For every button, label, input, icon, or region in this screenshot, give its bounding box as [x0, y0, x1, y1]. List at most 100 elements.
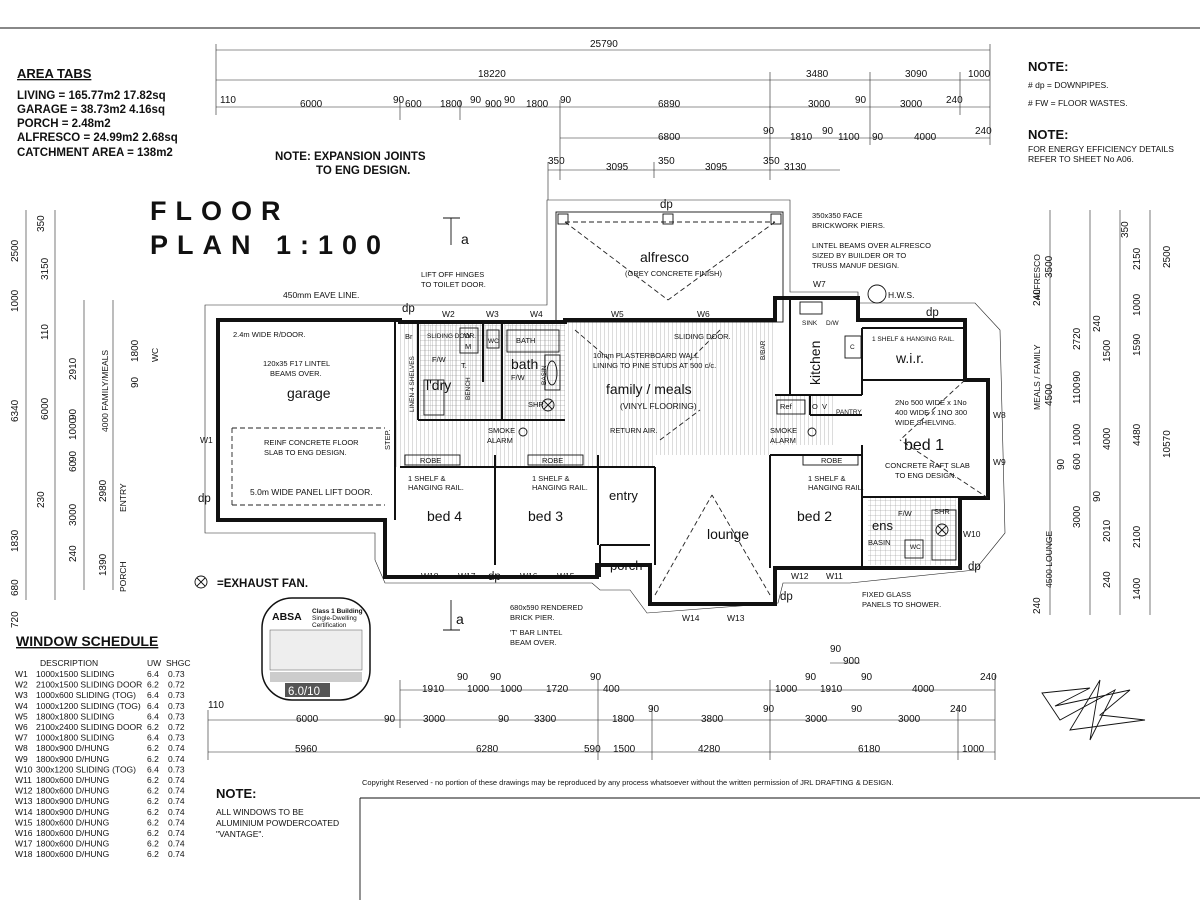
svg-text:SIZED BY BUILDER OR TO: SIZED BY BUILDER OR TO [812, 251, 906, 260]
svg-text:"VANTAGE".: "VANTAGE". [216, 829, 264, 839]
svg-text:# dp = DOWNPIPES.: # dp = DOWNPIPES. [1028, 80, 1109, 90]
svg-text:B/BAR: B/BAR [760, 340, 767, 360]
area-row: GARAGE = 38.73m2 4.16sq [17, 104, 165, 116]
svg-text:W4: W4 [530, 309, 543, 319]
svg-text:W17: W17 [458, 571, 476, 581]
page-title: FLOOR [150, 196, 290, 226]
svg-text:90: 90 [861, 672, 873, 683]
svg-text:1000: 1000 [467, 684, 490, 695]
svg-text:O: O [812, 402, 818, 411]
room-alfresco: alfresco [640, 249, 689, 265]
window-schedule-cell: 0.72 [168, 680, 185, 690]
svg-text:4000: 4000 [914, 132, 937, 143]
alfresco-finish: (GREY CONCRETE FINISH) [625, 269, 722, 278]
svg-text:240: 240 [1092, 315, 1103, 332]
svg-text:110: 110 [220, 95, 236, 106]
svg-text:90: 90 [68, 408, 79, 420]
svg-text:1 SHELF & HANGING RAIL.: 1 SHELF & HANGING RAIL. [872, 336, 955, 343]
window-schedule-cell: 1800x600 D/HUNG [36, 775, 109, 785]
svg-text:3090: 3090 [905, 69, 928, 80]
window-schedule-cell: 0.74 [168, 828, 185, 838]
svg-text:UW: UW [147, 658, 161, 668]
alfresco-slab [555, 211, 784, 323]
svg-text:NOTE:: NOTE: [1028, 59, 1068, 74]
svg-text:SMOKE: SMOKE [488, 426, 515, 435]
svg-text:600: 600 [405, 99, 422, 110]
svg-text:2980: 2980 [98, 479, 109, 502]
window-schedule-cell: 2100x1500 SLIDING DOOR [36, 680, 142, 690]
dimensions-bottom: 90 900 1910 90 1000 90 1000 1720 90 400 … [207, 644, 997, 760]
room-laundry: l'dry [426, 377, 451, 393]
svg-text:RETURN AIR.: RETURN AIR. [610, 426, 658, 435]
window-schedule-cell: W18 [15, 849, 33, 859]
svg-text:ENTRY: ENTRY [118, 483, 128, 512]
svg-text:2.4m WIDE R/DOOR.: 2.4m WIDE R/DOOR. [233, 330, 306, 339]
window-schedule-cell: 0.73 [168, 690, 185, 700]
svg-text:1830: 1830 [10, 529, 21, 552]
window-schedule-cell: W6 [15, 722, 28, 732]
svg-text:SLIDING DOOR.: SLIDING DOOR. [674, 332, 731, 341]
room-family: family / meals [606, 381, 692, 397]
svg-text:1720: 1720 [546, 684, 569, 695]
svg-text:3800: 3800 [701, 714, 724, 725]
window-schedule-cell: 0.74 [168, 849, 185, 859]
svg-text:3095: 3095 [705, 162, 728, 173]
svg-text:PORCH: PORCH [118, 561, 128, 592]
window-schedule-cell: 1000x600 SLIDING (TOG) [36, 690, 136, 700]
exhaust-fan-icon [935, 523, 949, 537]
svg-text:240: 240 [1032, 289, 1043, 306]
svg-text:H.W.S.: H.W.S. [888, 290, 914, 300]
svg-text:4500: 4500 [1044, 383, 1055, 406]
room-bath: bath [511, 356, 538, 372]
svg-text:6000: 6000 [300, 99, 323, 110]
svg-text:C: C [850, 344, 855, 351]
window-schedule-cell: 0.73 [168, 701, 185, 711]
svg-text:3000: 3000 [423, 714, 446, 725]
svg-text:ALUMINIUM POWDERCOATED: ALUMINIUM POWDERCOATED [216, 818, 339, 828]
window-schedule-cell: W8 [15, 743, 28, 753]
svg-text:90: 90 [498, 714, 510, 725]
svg-text:6.0/10: 6.0/10 [288, 686, 320, 698]
svg-text:2910: 2910 [68, 357, 79, 380]
eave-line [204, 199, 1006, 614]
svg-text:1910: 1910 [422, 684, 445, 695]
window-schedule-cell: 6.4 [147, 733, 159, 743]
svg-text:240: 240 [1032, 597, 1043, 614]
svg-text:1000: 1000 [1132, 293, 1143, 316]
svg-text:1800: 1800 [440, 99, 463, 110]
window-schedule-cell: 2100x2400 SLIDING DOOR [36, 722, 142, 732]
floor-plan: 450mm EAVE LINE. [198, 199, 1006, 647]
window-schedule-cell: 1800x900 D/HUNG [36, 754, 109, 764]
downpipe: dp [488, 571, 501, 583]
svg-text:400 WIDE x 1NO 300: 400 WIDE x 1NO 300 [895, 408, 967, 417]
downpipe: dp [780, 591, 793, 603]
svg-text:1000: 1000 [10, 289, 21, 312]
svg-text:SHGC: SHGC [166, 658, 191, 668]
svg-text:T.: T. [461, 361, 467, 370]
svg-text:6180: 6180 [858, 744, 881, 755]
svg-text:W11: W11 [826, 571, 843, 581]
room-kitchen: kitchen [807, 341, 823, 385]
window-schedule-cell: 300x1200 SLIDING (TOG) [36, 764, 136, 774]
family-floor: (VINYL FLOORING) [620, 401, 697, 411]
downpipe: dp [198, 493, 211, 505]
svg-text:350: 350 [1120, 221, 1131, 238]
svg-text:'T' BAR LINTEL: 'T' BAR LINTEL [510, 628, 562, 637]
window-schedule-cell: W2 [15, 680, 28, 690]
svg-text:1500: 1500 [613, 744, 636, 755]
svg-text:W7: W7 [813, 279, 826, 289]
svg-text:90: 90 [457, 672, 469, 683]
svg-text:Br: Br [405, 332, 413, 341]
window-schedule-cell: 6.2 [147, 839, 159, 849]
dimensions-left: 350 2500 3150 1000 110 6340 2910 6000 90… [10, 210, 160, 628]
svg-text:240: 240 [946, 95, 963, 106]
window-schedule-cell: 6.4 [147, 669, 159, 679]
svg-text:1800: 1800 [526, 99, 549, 110]
svg-text:NOTE:: NOTE: [1028, 127, 1068, 142]
svg-text:W18: W18 [421, 571, 439, 581]
window-schedule-cell: 1800x900 D/HUNG [36, 743, 109, 753]
svg-text:1100: 1100 [1072, 382, 1083, 404]
window-schedule-cell: 1000x1800 SLIDING [36, 733, 114, 743]
window-schedule-cell: 6.4 [147, 764, 159, 774]
